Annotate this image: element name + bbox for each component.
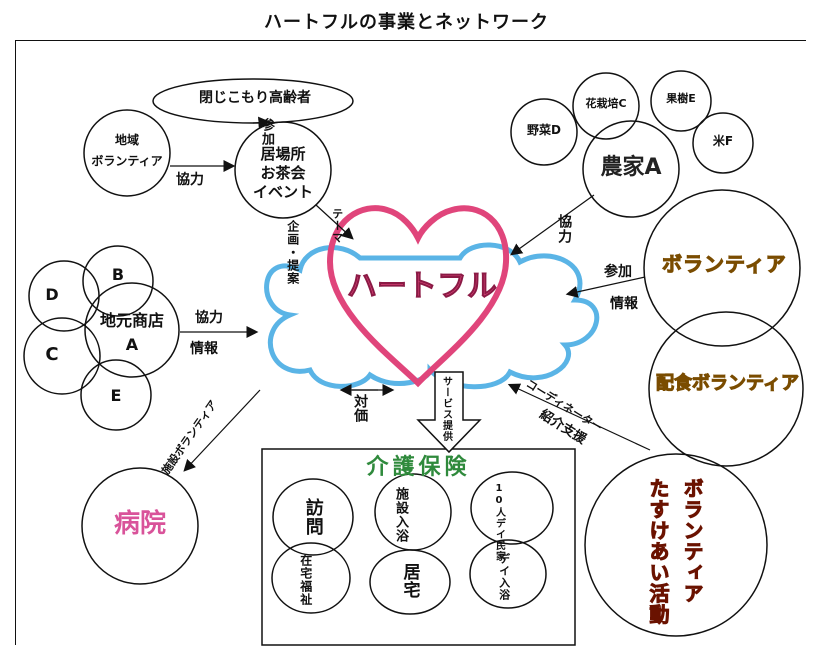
ibasho-line-3: イベント [252,183,313,201]
right-jouhou-label: 情報 [610,296,638,312]
tasukeai-line-2: たすけあい活動 [646,478,671,626]
shop-c-label: C [45,344,59,365]
service-6-label: デイ入浴 [497,553,511,601]
arrow-nouka-heart [510,194,595,256]
kaigo-box [261,448,576,646]
taika-label: 対価 [352,394,369,422]
kyoryoku-left-label: 協力 [176,172,204,188]
volunteer-circle [643,189,801,347]
nouka-circle [582,120,680,218]
service-label: サービス提供 [440,376,452,442]
farmer-f-circle [692,112,754,174]
farmer-d-circle [510,98,578,166]
shop-b-label: B [111,265,125,284]
chiiki-volunteer-circle [83,109,171,197]
service-circle-3 [470,471,554,545]
service-circle-1 [272,478,354,556]
shop-jouhou-label: 情報 [190,341,218,357]
service-4-label: 在宅福祉 [298,554,313,606]
main-shop-circle [84,282,180,378]
service-circle-2 [374,473,452,551]
wing-cloud [264,242,600,390]
haishoku-circle [648,311,804,467]
kikaku-teian-label: 企画・提案 [285,220,300,285]
farmer-f-label: 米F [712,134,734,148]
service-arrow [416,371,482,454]
center-heartful-label: ハートフル [347,269,498,304]
shop-b-circle [82,245,154,317]
right-sanka-label: 参加 [604,264,632,280]
arrow-tasukeai-heart [507,383,651,451]
sanka-top-label: 参加 [258,118,274,146]
ibasho-line-2: お茶会 [260,164,306,182]
arrow-volunteer-heart [565,276,646,298]
arrow-hospital-link [183,389,261,472]
volunteer-label: ボランティア [662,252,787,276]
farmer-e-circle [650,70,712,132]
tasukeai-circle [584,453,768,637]
farmer-c-circle [572,72,640,140]
shop-d-circle [28,260,100,332]
hospital-circle [81,467,199,585]
service-circle-6 [469,539,547,609]
main-shop-line-1: 地元商店 [99,311,164,330]
service-circle-4 [271,542,351,614]
kaigo-title: 介護保険 [366,455,471,480]
shop-e-circle [80,359,152,431]
arrow-ibasho-heart [315,204,354,240]
farmer-d-label: 野菜D [527,123,561,137]
farmer-c-label: 花栽培C [585,97,627,110]
service-5-label: 居宅 [399,563,420,599]
service-2-label: 施設入浴 [392,487,408,543]
tasukeai-line-1: ボランティア [680,478,705,605]
hikikomori-label: 閉じこもり高齢者 [199,90,311,106]
tema-label: テーマ [330,208,344,244]
nouka-label: 農家A [600,155,662,180]
diagram-frame [15,40,806,645]
shop-d-label: D [45,285,59,304]
shop-e-label: E [110,386,122,405]
main-shop-line-2: A [125,335,139,354]
farmer-e-label: 果樹E [666,92,696,105]
ibasho-line-1: 居場所 [260,145,306,163]
service-circle-5 [369,549,451,615]
hospital-label: 病院 [113,509,166,539]
chiiki-volunteer-line-1: 地域 [114,133,139,147]
page-title: ハートフルの事業とネットワーク [264,12,549,33]
shop-kyoryoku-label: 協力 [195,310,223,326]
service-3-label: 10人デイ民家 [493,483,505,562]
heart-shape [326,205,510,388]
kyoryoku-right-label: 協力 [556,214,573,244]
haishoku-label: 配食ボランティア [656,373,800,394]
chiiki-volunteer-line-2: ボランティア [91,154,163,168]
service-1-label: 訪問 [302,498,324,536]
arrow-hikikomori-ibasho [252,116,271,129]
shop-c-circle [23,317,101,395]
